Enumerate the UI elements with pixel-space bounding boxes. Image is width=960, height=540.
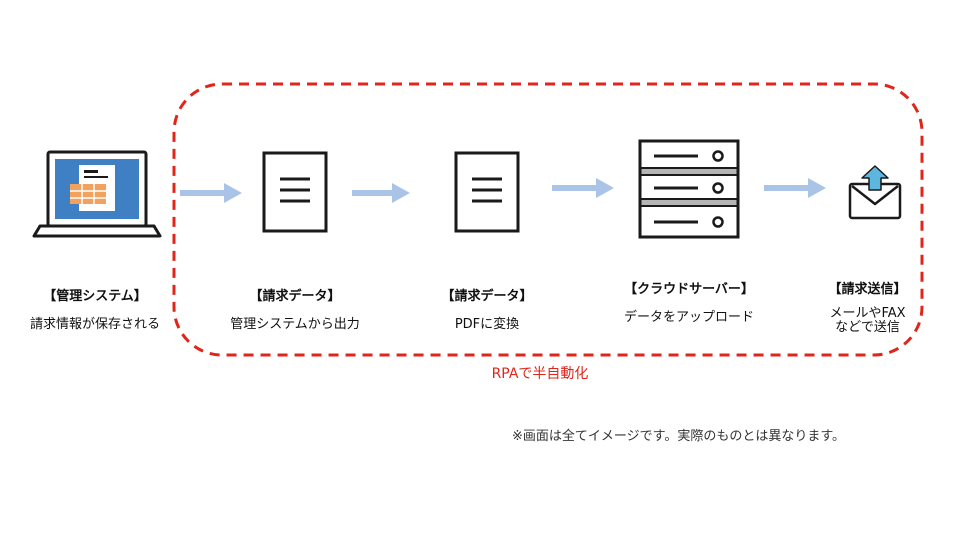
step-title: 【請求送信】 bbox=[828, 282, 907, 297]
step-label-invoice-send: 【請求送信】 メールやFAX などで送信 bbox=[800, 281, 935, 335]
step-title: 【管理システム】 bbox=[43, 289, 147, 304]
step-description: データをアップロード bbox=[623, 310, 754, 325]
document-icon bbox=[454, 151, 520, 233]
flow-arrow-1 bbox=[180, 183, 242, 203]
rpa-region-border bbox=[172, 82, 924, 357]
step-label-invoice-data-pdf: 【請求データ】 PDFに変換 bbox=[402, 288, 572, 334]
disclaimer-note: ※画面は全てイメージです。実際のものとは異なります。 bbox=[512, 429, 846, 444]
rpa-caption: RPAで半自動化 bbox=[491, 366, 589, 382]
step-description: PDFに変換 bbox=[454, 317, 520, 332]
step-label-cloud-server: 【クラウドサーバー】 データをアップロード bbox=[604, 281, 774, 327]
flow-arrow-2 bbox=[352, 183, 410, 203]
step-description-line-1: メールやFAX bbox=[829, 306, 906, 321]
flow-arrow-3 bbox=[552, 178, 614, 198]
step-description: 請求情報が保存される bbox=[29, 317, 160, 332]
flow-arrow-4 bbox=[764, 178, 826, 198]
document-icon bbox=[262, 151, 328, 233]
step-description-line-2: などで送信 bbox=[835, 320, 900, 335]
server-icon bbox=[638, 139, 740, 239]
mail-upload-icon bbox=[848, 165, 902, 220]
step-title: 【請求データ】 bbox=[441, 289, 533, 304]
step-description: 管理システムから出力 bbox=[230, 317, 360, 332]
step-title: 【クラウドサーバー】 bbox=[624, 282, 754, 297]
step-title: 【請求データ】 bbox=[249, 289, 341, 304]
step-label-invoice-data-export: 【請求データ】 管理システムから出力 bbox=[210, 288, 380, 334]
laptop-icon bbox=[32, 150, 162, 238]
step-label-management-system: 【管理システム】 請求情報が保存される bbox=[10, 288, 180, 334]
